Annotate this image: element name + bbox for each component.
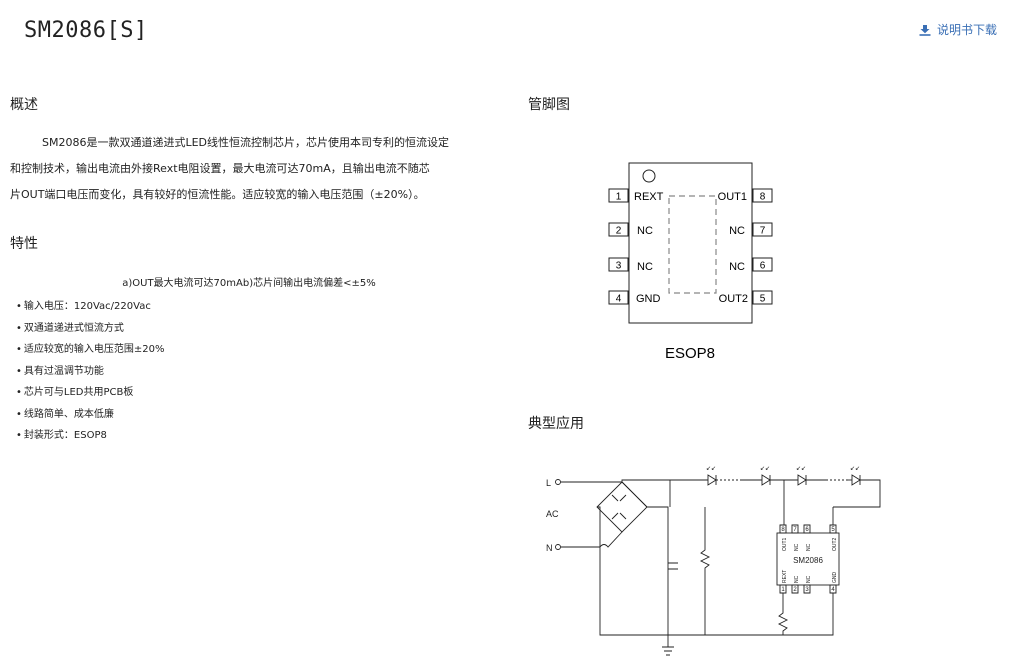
pin-8: 8 OUT1 [718, 188, 773, 203]
svg-text:5: 5 [831, 527, 835, 533]
pin-3: 3 NC [608, 257, 653, 273]
application-heading: 典型应用 [528, 416, 584, 432]
svg-text:4: 4 [831, 587, 835, 593]
svg-text:1: 1 [781, 587, 785, 593]
pin-6: 6 NC [729, 257, 773, 273]
svg-text:7: 7 [760, 226, 766, 237]
svg-text:NC: NC [806, 575, 812, 583]
application-circuit: ↙↙ ↙↙ ↙↙ ↙↙ L AC N SM2086 8 7 6 5 1 2 3 … [546, 466, 881, 656]
svg-text:OUT2: OUT2 [832, 537, 838, 551]
list-item: 适应较宽的输入电压范围±20% [16, 339, 165, 361]
svg-text:NC: NC [794, 575, 800, 583]
overview-line-2: 和控制技术，输出电流由外接Rext电阻设置，最大电流可达70mA，且输出电流不随… [10, 162, 430, 175]
pinout-diagram: 1 REXT 2 NC 3 NC 4 GND 8 OUT1 7 NC 6 NC … [608, 162, 773, 362]
label-l: L [546, 478, 551, 488]
svg-text:8: 8 [781, 527, 785, 533]
svg-text:NC: NC [637, 261, 653, 273]
svg-text:↙↙: ↙↙ [706, 466, 716, 472]
svg-text:NC: NC [729, 225, 745, 237]
svg-text:↙↙: ↙↙ [850, 466, 860, 472]
svg-text:3: 3 [805, 587, 809, 593]
overview-heading: 概述 [10, 97, 38, 113]
list-item: 输入电压：120Vac/220Vac [16, 296, 165, 318]
svg-text:2: 2 [793, 587, 797, 593]
page-title: SM2086[S] [24, 18, 148, 43]
label-n: N [546, 543, 553, 553]
svg-text:GND: GND [636, 293, 661, 305]
pin-4: 4 GND [608, 290, 661, 305]
overview-text: SM2086是一款双通道递进式LED线性恒流控制芯片，芯片使用本司专利的恒流设定… [10, 130, 488, 208]
list-item: 双通道递进式恒流方式 [16, 318, 165, 340]
svg-text:5: 5 [760, 294, 766, 305]
svg-text:6: 6 [805, 527, 809, 533]
list-item: 具有过温调节功能 [16, 361, 165, 383]
list-item: 线路简单、成本低廉 [16, 404, 165, 426]
chip-body [628, 162, 753, 324]
svg-text:2: 2 [616, 226, 622, 237]
svg-text:8: 8 [760, 192, 766, 203]
svg-text:REXT: REXT [782, 570, 788, 583]
svg-text:↙↙: ↙↙ [760, 466, 770, 472]
pin-2: 2 NC [608, 222, 653, 237]
exposed-pad [668, 195, 717, 294]
feature-list: 输入电压：120Vac/220Vac 双通道递进式恒流方式 适应较宽的输入电压范… [16, 296, 165, 447]
manual-download-link[interactable]: 说明书下载 [919, 21, 997, 38]
pin-7: 7 NC [729, 222, 773, 237]
overview-line-1: SM2086是一款双通道递进式LED线性恒流控制芯片，芯片使用本司专利的恒流设定 [42, 136, 450, 149]
svg-text:NC: NC [729, 261, 745, 273]
svg-text:OUT2: OUT2 [719, 293, 748, 305]
svg-text:3: 3 [616, 261, 622, 272]
svg-text:OUT1: OUT1 [718, 191, 747, 203]
features-heading: 特性 [10, 236, 38, 252]
package-label: ESOP8 [665, 345, 715, 362]
pin-5: 5 OUT2 [719, 290, 773, 305]
feature-current-spec: a)OUT最大电流可达70mAb)芯片间输出电流偏差<±5% [122, 278, 376, 289]
pin-1: 1 REXT [608, 188, 664, 203]
svg-text:7: 7 [793, 527, 797, 533]
svg-text:↙↙: ↙↙ [796, 466, 806, 472]
svg-text:NC: NC [637, 225, 653, 237]
list-item: 芯片可与LED共用PCB板 [16, 382, 165, 404]
svg-text:OUT1: OUT1 [782, 537, 788, 551]
pin1-marker [642, 169, 656, 183]
svg-text:4: 4 [616, 294, 622, 305]
download-icon [919, 24, 931, 36]
svg-text:NC: NC [794, 543, 800, 551]
svg-text:6: 6 [760, 261, 766, 272]
list-item: 封装形式：ESOP8 [16, 425, 165, 447]
download-label: 说明书下载 [936, 23, 997, 37]
overview-line-3: 片OUT端口电压而变化，具有较好的恒流性能。适应较宽的输入电压范围（±20%）。 [10, 188, 425, 201]
svg-text:1: 1 [616, 192, 622, 203]
pinout-heading: 管脚图 [528, 97, 570, 113]
svg-text:REXT: REXT [634, 191, 664, 203]
svg-text:GND: GND [832, 572, 838, 584]
label-ac: AC [546, 509, 559, 519]
svg-text:NC: NC [806, 543, 812, 551]
chip-name: SM2086 [793, 556, 823, 565]
